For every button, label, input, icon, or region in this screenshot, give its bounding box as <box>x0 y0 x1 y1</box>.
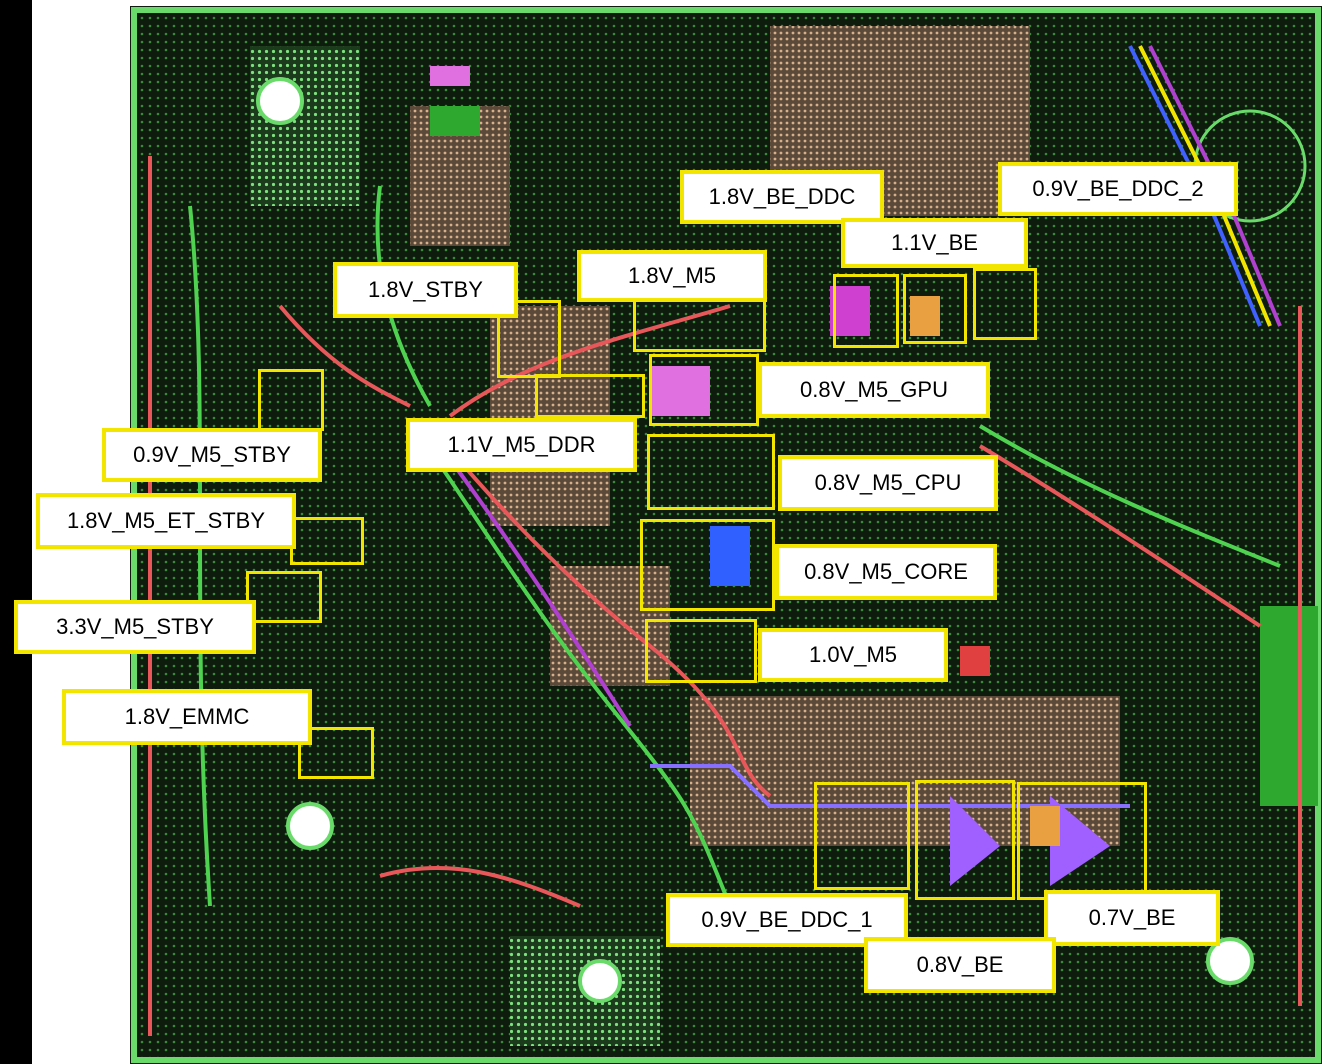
highlight-box-0-7v-be <box>1017 782 1147 900</box>
highlight-box-1-1v-be <box>903 274 967 344</box>
label-0-8v-be: 0.8V_BE <box>864 937 1056 993</box>
label-1-8v-be-ddc: 1.8V_BE_DDC <box>680 170 884 224</box>
label-1-8v-stby: 1.8V_STBY <box>333 262 518 318</box>
highlight-box-0-8v-m5-gpu <box>649 354 759 426</box>
ic-component <box>830 286 870 336</box>
ic-component <box>1050 796 1110 886</box>
highlight-box-0-8v-m5-core <box>640 519 775 611</box>
highlight-box-0-9v-be-ddc-2 <box>973 268 1037 340</box>
mount-hole <box>256 77 304 125</box>
highlight-box-0-9v-be-ddc-1 <box>814 782 910 890</box>
trace <box>418 434 732 907</box>
label-0-8v-m5-core: 0.8V_M5_CORE <box>775 544 997 600</box>
label-3-3v-m5-stby: 3.3V_M5_STBY <box>14 600 256 654</box>
highlight-box-0-8v-m5-cpu <box>647 434 775 510</box>
highlight-box-0-9v-m5-stby <box>258 369 324 431</box>
highlight-box-1-8v-m5 <box>633 298 766 352</box>
label-0-9v-be-ddc-2: 0.9V_BE_DDC_2 <box>998 162 1238 216</box>
label-1-8v-emmc: 1.8V_EMMC <box>62 689 312 745</box>
ic-component <box>710 526 750 586</box>
label-0-9v-m5-stby: 0.9V_M5_STBY <box>102 428 322 482</box>
trace <box>278 304 411 408</box>
mount-hole <box>578 959 622 1003</box>
ic-component <box>960 646 990 676</box>
highlight-box-1-8v-stby <box>497 300 561 378</box>
ic-component <box>1030 806 1060 846</box>
label-1-8v-m5-et-stby: 1.8V_M5_ET_STBY <box>36 493 296 549</box>
mount-hole <box>286 802 334 850</box>
trace <box>428 424 772 798</box>
left-black-strip <box>0 0 32 1064</box>
ic-component <box>430 66 470 86</box>
ic-component <box>910 296 940 336</box>
label-1-1v-m5-ddr: 1.1V_M5_DDR <box>406 418 637 472</box>
highlight-box-0-8v-be <box>915 780 1015 900</box>
label-1-8v-m5: 1.8V_M5 <box>577 250 767 302</box>
trace <box>379 865 581 908</box>
highlight-box-1-0v-m5 <box>645 619 757 683</box>
label-1-0v-m5: 1.0V_M5 <box>758 628 948 682</box>
ic-component <box>430 106 480 136</box>
highlight-box-1-8v-m5-et-stby <box>290 517 364 565</box>
ic-component <box>650 366 710 416</box>
mount-hole <box>1206 937 1254 985</box>
trace <box>438 444 632 728</box>
trace <box>448 304 731 418</box>
label-0-9v-be-ddc-1: 0.9V_BE_DDC_1 <box>666 893 908 947</box>
trace <box>978 424 1281 568</box>
highlight-box-1-8v-be-ddc <box>833 274 899 348</box>
label-0-8v-m5-cpu: 0.8V_M5_CPU <box>778 455 998 511</box>
label-0-8v-m5-gpu: 0.8V_M5_GPU <box>758 362 990 418</box>
tan-region-center <box>550 566 670 686</box>
trace <box>978 444 1262 628</box>
highlight-box-1-8v-emmc <box>298 727 374 779</box>
green-strip-right <box>1260 606 1318 806</box>
label-0-7v-be: 0.7V_BE <box>1044 890 1220 946</box>
ic-component <box>950 796 1000 886</box>
highlight-box-1-1v-m5-ddr <box>535 374 645 418</box>
green-pad-top-left <box>250 46 360 206</box>
highlight-box-3-3v-m5-stby <box>246 571 322 623</box>
label-1-1v-be: 1.1V_BE <box>841 218 1028 268</box>
